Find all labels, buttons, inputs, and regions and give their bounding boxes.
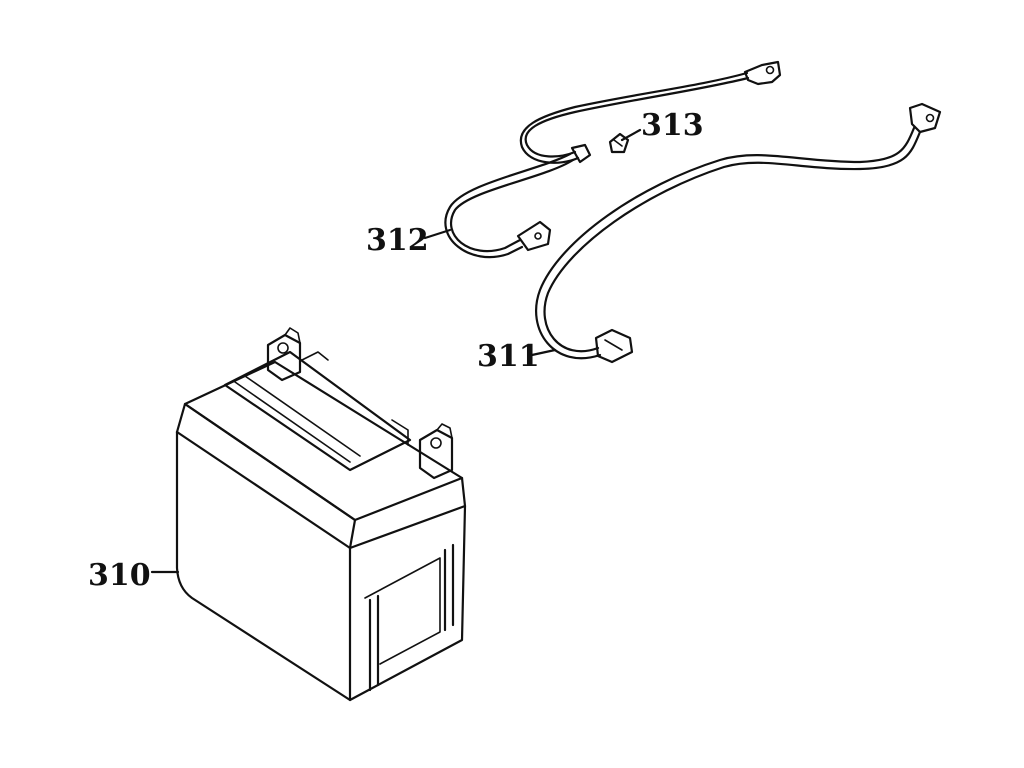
callout-label-312: 312 <box>366 223 429 258</box>
bolt-313 <box>608 132 630 154</box>
callout-313: 313 <box>620 108 704 143</box>
callout-311: 311 <box>477 339 557 374</box>
battery-310 <box>175 327 467 702</box>
cable-312 <box>444 60 782 259</box>
cable-311 <box>535 102 942 364</box>
callout-312: 312 <box>366 223 452 258</box>
callout-label-310: 310 <box>88 558 151 593</box>
callout-310: 310 <box>88 558 180 593</box>
callout-label-313: 313 <box>641 108 704 143</box>
callout-label-311: 311 <box>477 339 540 374</box>
